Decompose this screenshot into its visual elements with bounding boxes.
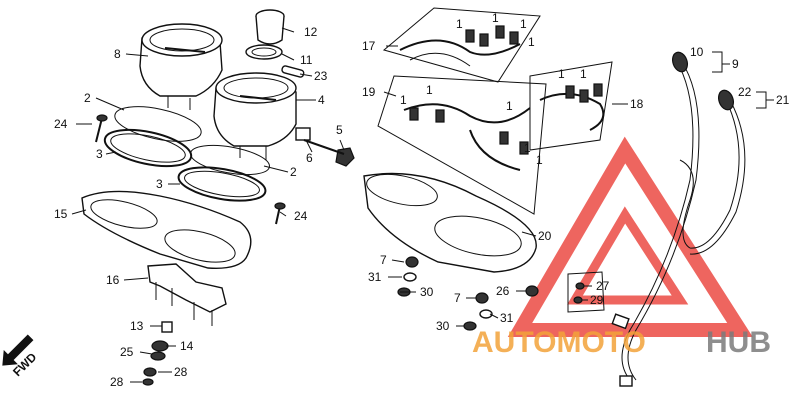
watermark-wordmark: AUTOMOTO HUB (472, 326, 771, 359)
callout-2a: 2 (84, 91, 91, 105)
bolt-24-right (274, 202, 286, 225)
mount-hardware-stack (142, 321, 173, 386)
callout-10: 10 (690, 45, 704, 59)
callout-7b: 7 (454, 291, 461, 305)
callout-4: 4 (318, 93, 325, 107)
callout-6: 6 (306, 151, 313, 165)
harness-box-19 (377, 75, 547, 215)
bracket-9-10 (712, 51, 730, 73)
meter-panel-case (81, 190, 252, 269)
callout-17: 17 (362, 39, 376, 53)
callout-19: 19 (362, 85, 376, 99)
lower-meter-case (363, 172, 537, 273)
callout-31b: 31 (500, 311, 514, 325)
callout-24a: 24 (54, 117, 68, 131)
watermark-text-hub: HUB (706, 326, 771, 359)
callout-3b: 3 (156, 177, 163, 191)
callout-1a: 1 (456, 17, 463, 31)
fitting-kit-27-29 (567, 271, 605, 313)
fwd-arrow (2, 334, 34, 366)
clip-23 (281, 65, 305, 78)
callout-8: 8 (114, 47, 121, 61)
callout-21: 21 (776, 93, 790, 107)
callout-28a: 28 (174, 365, 188, 379)
callout-1f: 1 (426, 83, 433, 97)
callout-7a: 7 (380, 253, 387, 267)
callout-20: 20 (538, 229, 552, 243)
speedometer-housing (139, 23, 223, 110)
callout-13: 13 (130, 319, 144, 333)
callout-1e: 1 (400, 93, 407, 107)
callout-1d: 1 (528, 35, 535, 49)
nut-5 (335, 147, 355, 167)
callout-22: 22 (738, 85, 752, 99)
callout-1j: 1 (558, 67, 565, 81)
callout-30a: 30 (420, 285, 434, 299)
callout-28b: 28 (110, 375, 124, 389)
tachometer-housing (213, 72, 297, 160)
leader-lines (71, 27, 628, 383)
watermark-triangle-inner (567, 206, 689, 305)
socket-6 (295, 127, 345, 155)
gasket-right-upper (177, 144, 270, 202)
callout-18: 18 (630, 97, 644, 111)
callout-27: 27 (596, 279, 610, 293)
callout-labels: 8 12 11 23 4 2 24 3 2 3 15 24 16 13 14 2… (10, 11, 790, 389)
callout-12: 12 (304, 25, 318, 39)
callout-9: 9 (732, 57, 739, 71)
bolt-24-left (95, 114, 108, 143)
watermark-text-automoto: AUTOMOTO (472, 326, 646, 359)
callout-1g: 1 (506, 99, 513, 113)
callout-1c: 1 (520, 17, 527, 31)
harness-box-17 (382, 7, 541, 83)
callout-1b: 1 (492, 11, 499, 25)
callout-16: 16 (106, 273, 120, 287)
callout-23: 23 (314, 69, 328, 83)
callout-31a: 31 (368, 270, 382, 284)
grommets-left (397, 256, 539, 331)
speedometer-cable (611, 51, 700, 387)
callout-1h: 1 (524, 141, 531, 155)
callout-24b: 24 (294, 209, 308, 223)
callout-2b: 2 (290, 165, 297, 179)
watermark-logo (507, 136, 753, 337)
harness-box-18 (529, 61, 613, 151)
bracket-21-22 (756, 91, 774, 109)
callout-15: 15 (54, 207, 68, 221)
callout-1i: 1 (536, 153, 543, 167)
callout-14: 14 (180, 339, 194, 353)
tachometer-cable (679, 89, 746, 255)
callout-30b: 30 (436, 319, 450, 333)
callout-3a: 3 (96, 147, 103, 161)
callout-29: 29 (590, 293, 604, 307)
meter-bracket (147, 263, 227, 326)
callout-1k: 1 (580, 67, 587, 81)
callout-11: 11 (300, 53, 313, 67)
callout-26: 26 (496, 284, 510, 298)
gasket-left-upper (103, 106, 202, 168)
callout-5: 5 (336, 123, 343, 137)
indicator-lamp-housing (245, 9, 285, 60)
callout-25: 25 (120, 345, 134, 359)
